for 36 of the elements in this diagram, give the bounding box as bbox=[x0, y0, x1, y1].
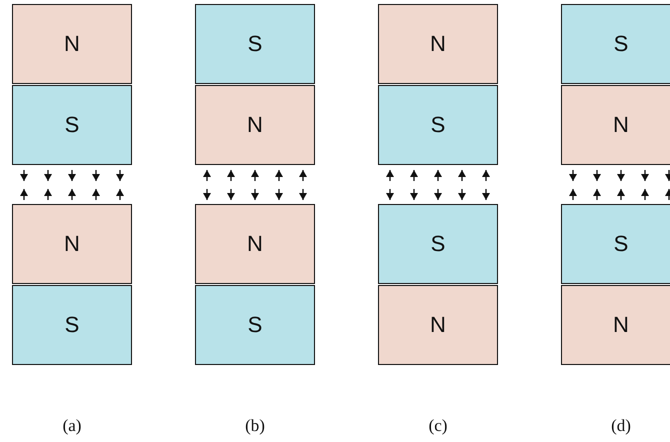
magnet-pole bbox=[561, 85, 670, 165]
magnet-pole bbox=[561, 285, 670, 365]
magnet-pole bbox=[561, 204, 670, 284]
pole-label: N bbox=[247, 231, 263, 257]
pole-label: S bbox=[614, 231, 628, 257]
magnet-pole bbox=[195, 85, 315, 165]
panel-caption: (a) bbox=[62, 416, 82, 436]
magnet-pole bbox=[195, 204, 315, 284]
magnet-pole bbox=[195, 4, 315, 84]
panel-caption: (d) bbox=[610, 416, 632, 436]
magnet-pole bbox=[12, 204, 132, 284]
pole-label: S bbox=[430, 231, 446, 257]
panel-caption: (b) bbox=[244, 416, 266, 436]
pole-label: S bbox=[64, 312, 80, 338]
pole-label: N bbox=[613, 312, 629, 338]
magnet-pole bbox=[378, 285, 498, 365]
pole-label: S bbox=[248, 312, 262, 338]
pole-label: N bbox=[64, 231, 80, 257]
magnet-pole bbox=[378, 204, 498, 284]
pole-label: N bbox=[613, 112, 629, 138]
magnet-pole bbox=[12, 85, 132, 165]
magnet-pole bbox=[195, 285, 315, 365]
pole-label: S bbox=[430, 112, 446, 138]
pole-label: N bbox=[247, 112, 263, 138]
magnet-pole bbox=[12, 285, 132, 365]
magnet-pole bbox=[378, 85, 498, 165]
pole-label: S bbox=[614, 31, 628, 57]
pole-label: N bbox=[430, 31, 446, 57]
pole-label: N bbox=[64, 31, 80, 57]
pole-label: N bbox=[430, 312, 446, 338]
pole-label: S bbox=[248, 31, 262, 57]
magnet-pole bbox=[561, 4, 670, 84]
magnet-pole bbox=[12, 4, 132, 84]
pole-label: S bbox=[64, 112, 80, 138]
panel-caption: (c) bbox=[428, 416, 448, 436]
magnet-pole bbox=[378, 4, 498, 84]
